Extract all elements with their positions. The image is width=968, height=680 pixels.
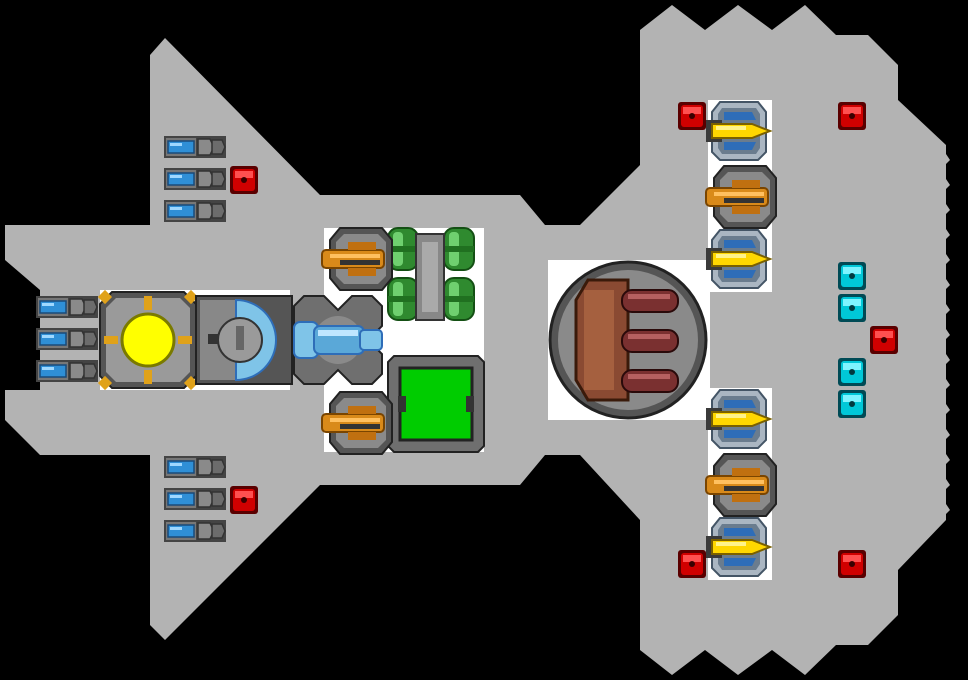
- red-marker-icon: [838, 550, 866, 578]
- thruster-icon: [35, 359, 99, 383]
- thruster-icon: [163, 455, 227, 479]
- cargo-bay-icon[interactable]: [387, 355, 485, 453]
- fuel-tank-icon[interactable]: [387, 227, 475, 321]
- autocannon-icon: [705, 165, 777, 229]
- shield-dome-icon[interactable]: [195, 295, 293, 385]
- thruster-icon: [35, 327, 99, 351]
- thruster-icon: [163, 135, 227, 159]
- missile-launcher-icon: [705, 517, 771, 577]
- missile-launcher-icon: [705, 229, 771, 289]
- thruster-rear[interactable]: [35, 295, 99, 383]
- thruster-icon: [163, 519, 227, 543]
- cyan-marker-icon: [838, 358, 866, 386]
- red-marker-icon: [678, 550, 706, 578]
- red-marker-icon: [678, 102, 706, 130]
- plasma-emitter-icon[interactable]: [293, 295, 383, 385]
- thruster-icon: [163, 487, 227, 511]
- cyan-marker-icon: [838, 294, 866, 322]
- thruster-icon: [163, 167, 227, 191]
- autocannon-icon: [705, 453, 777, 517]
- thruster-icon: [35, 295, 99, 319]
- autocannon-icon: [321, 391, 393, 455]
- reactor-core-icon[interactable]: [97, 289, 199, 391]
- cyan-marker-icon: [838, 262, 866, 290]
- red-marker-icon: [870, 326, 898, 354]
- red-marker-icon: [838, 102, 866, 130]
- missile-launcher-icon: [705, 389, 771, 449]
- thruster-bottom-wing[interactable]: [163, 455, 227, 543]
- triple-cannon-icon[interactable]: [548, 260, 708, 420]
- thruster-top-wing[interactable]: [163, 135, 227, 223]
- cyan-marker-icon: [838, 390, 866, 418]
- thruster-icon: [163, 199, 227, 223]
- red-marker-icon: [230, 486, 258, 514]
- red-marker-icon: [230, 166, 258, 194]
- autocannon-icon: [321, 227, 393, 291]
- missile-launcher-icon: [705, 101, 771, 161]
